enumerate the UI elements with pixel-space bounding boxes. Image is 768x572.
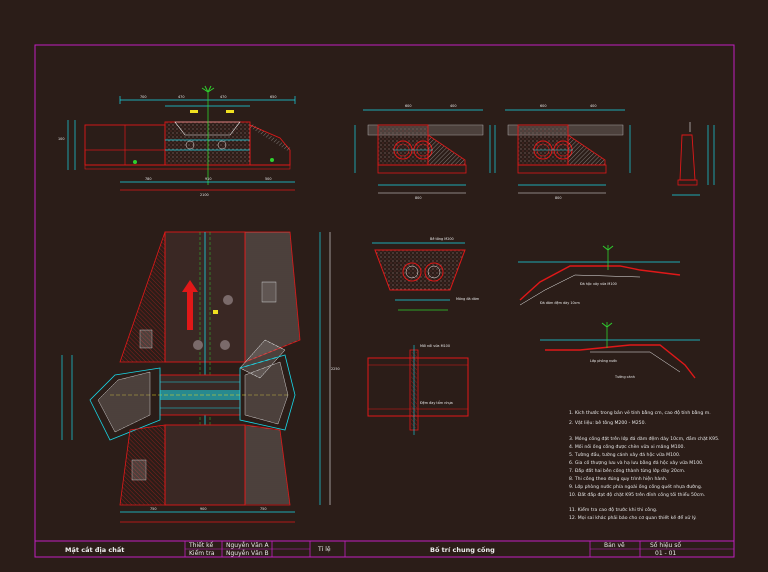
svg-text:100: 100: [58, 137, 64, 141]
note-line: 5. Tường đầu, tường cánh xây đá hộc vữa …: [569, 450, 680, 458]
svg-text:900: 900: [200, 507, 206, 511]
note-line: 11. Kiểm tra cao độ trước khi thi công.: [569, 506, 657, 513]
svg-text:470: 470: [178, 95, 184, 99]
checked-by-label: Kiểm tra: [189, 550, 215, 557]
svg-text:400: 400: [590, 104, 596, 108]
svg-text:Mối nối vữa M100: Mối nối vữa M100: [420, 344, 450, 348]
sheet-number-value: 01 - 01: [655, 550, 676, 557]
note-line: 4. Mối nối ống cống được chèn vữa xi măn…: [569, 443, 685, 450]
svg-text:700: 700: [140, 95, 146, 99]
pipe-joint-detail: Mối nối vữa M100 Đệm đay tẩm nhựa: [367, 344, 469, 435]
drawing-title: Bố trí chung cống: [430, 545, 495, 554]
svg-text:Bê tông M200: Bê tông M200: [430, 237, 454, 241]
upstream-profile: Đá hộc xây vữa M100 Đá dăm đệm dày 10cm: [518, 245, 681, 306]
note-line: 9. Lớp phòng nước phía ngoài ống cống qu…: [569, 483, 702, 490]
downstream-profile: Lớp phòng nước Tường cánh: [540, 322, 700, 379]
scale-label: Tỉ lệ: [317, 546, 331, 553]
svg-text:910: 910: [205, 177, 211, 181]
svg-text:780: 780: [145, 177, 151, 181]
svg-text:Móng đá dăm: Móng đá dăm: [456, 297, 480, 301]
pipe-cross-section: Móng đá dăm Bê tông M200: [372, 237, 480, 311]
title-block: Mặt cắt địa chất Thiết kế Kiểm tra Nguyễ…: [35, 540, 734, 557]
note-line: 8. Thi công theo đúng quy trình hiện hàn…: [569, 475, 668, 482]
cross-section-upstream: 600 400 800: [354, 104, 491, 200]
drawn-by-name: Nguyễn Văn A: [226, 542, 270, 549]
svg-text:Tường cánh: Tường cánh: [614, 375, 635, 379]
note-line: 3. Móng cống đặt trên lớp đá dăm đệm dày…: [569, 434, 719, 442]
svg-text:2100: 2100: [200, 193, 209, 197]
cross-section-downstream: 600 400 800: [494, 104, 631, 200]
project-name: Mặt cắt địa chất: [65, 545, 124, 554]
svg-text:400: 400: [450, 104, 456, 108]
note-line: 10. Đất đắp đạt độ chặt K95 trên đỉnh cố…: [569, 491, 705, 498]
sheet-number-label: Số hiệu số: [650, 542, 681, 549]
sheet-frame: [34, 44, 735, 558]
svg-text:650: 650: [270, 95, 276, 99]
svg-text:600: 600: [405, 104, 411, 108]
svg-text:Đệm đay tẩm nhựa: Đệm đay tẩm nhựa: [420, 400, 453, 405]
plan-view: 750 900 750 2250: [61, 231, 340, 523]
svg-text:500: 500: [265, 177, 271, 181]
svg-text:Đá dăm đệm dày 10cm: Đá dăm đệm dày 10cm: [540, 301, 581, 305]
note-line: 6. Gia cố thượng lưu và hạ lưu bằng đá h…: [569, 459, 704, 466]
svg-text:2250: 2250: [331, 367, 340, 371]
svg-text:Lớp phòng nước: Lớp phòng nước: [590, 359, 617, 363]
note-line: 7. Đắp đất hai bên cống thành từng lớp d…: [569, 467, 685, 474]
svg-text:Đá hộc xây vữa M100: Đá hộc xây vữa M100: [580, 282, 617, 286]
svg-text:600: 600: [540, 104, 546, 108]
general-notes: 1. Kích thước trong bản vẽ tính bằng cm,…: [569, 409, 719, 521]
wall-section: [672, 122, 715, 196]
svg-text:750: 750: [150, 507, 156, 511]
svg-text:800: 800: [415, 196, 421, 200]
checked-by-name: Nguyễn Văn B: [226, 550, 269, 557]
svg-text:800: 800: [555, 196, 561, 200]
svg-text:470: 470: [220, 95, 226, 99]
note-line: 12. Mọi sai khác phải báo cho cơ quan th…: [569, 514, 697, 521]
note-line: 2. Vật liệu: bê tông M200 - M250.: [569, 419, 646, 426]
longitudinal-section: 700 470 470 650 780 910 500 2100 100: [58, 85, 296, 197]
sheet-label: Bản vẽ: [604, 542, 625, 549]
note-line: 1. Kích thước trong bản vẽ tính bằng cm,…: [569, 409, 711, 416]
drawn-by-label: Thiết kế: [188, 542, 214, 549]
svg-text:750: 750: [260, 507, 266, 511]
